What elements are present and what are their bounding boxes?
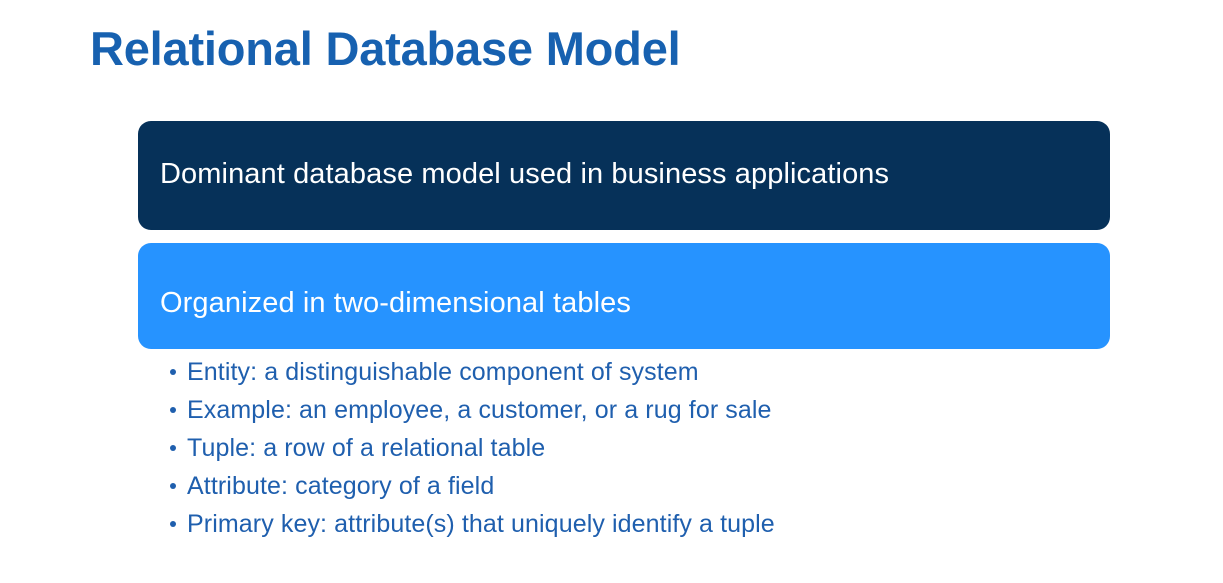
bullet-dot-icon <box>170 445 176 451</box>
list-item: Attribute: category of a field <box>168 467 1068 505</box>
list-item-label: Attribute: category of a field <box>187 472 495 500</box>
bullet-dot-icon <box>170 483 176 489</box>
list-item-label: Example: an employee, a customer, or a r… <box>187 396 772 424</box>
callout-banner-text: Organized in two-dimensional tables <box>160 287 631 319</box>
bullet-dot-icon <box>170 407 176 413</box>
callout-banner-two-dimensional-tables: Organized in two-dimensional tables <box>138 243 1110 349</box>
list-item: Tuple: a row of a relational table <box>168 429 1068 467</box>
bullet-dot-icon <box>170 369 176 375</box>
list-item-label: Primary key: attribute(s) that uniquely … <box>187 510 775 538</box>
list-item: Example: an employee, a customer, or a r… <box>168 391 1068 429</box>
callout-banner-dominant-model: Dominant database model used in business… <box>138 121 1110 230</box>
callout-banner-text: Dominant database model used in business… <box>160 157 890 190</box>
bullet-dot-icon <box>170 521 176 527</box>
list-item-label: Entity: a distinguishable component of s… <box>187 358 699 386</box>
page-title: Relational Database Model <box>90 22 681 75</box>
list-item-label: Tuple: a row of a relational table <box>187 434 546 462</box>
bullet-list: Entity: a distinguishable component of s… <box>168 353 1068 543</box>
list-item: Entity: a distinguishable component of s… <box>168 353 1068 391</box>
list-item: Primary key: attribute(s) that uniquely … <box>168 505 1068 543</box>
